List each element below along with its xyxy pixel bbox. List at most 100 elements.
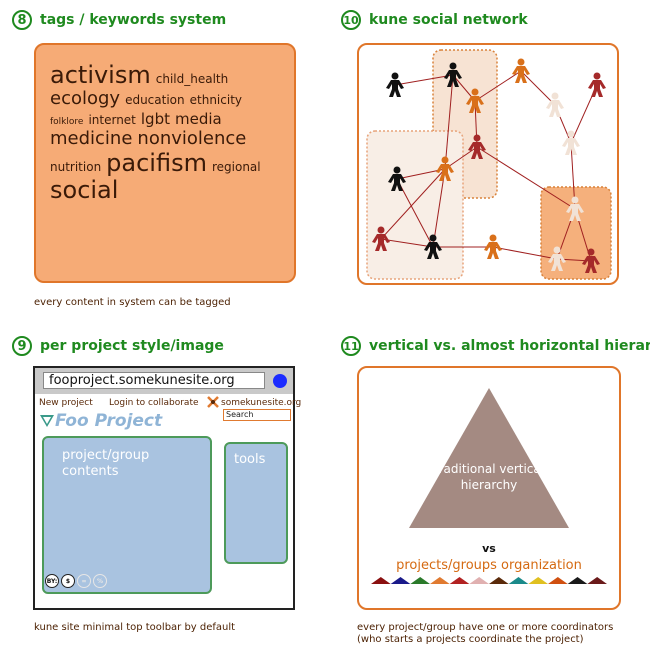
section-number-9: 9 (12, 336, 32, 356)
org-block (410, 577, 430, 584)
section-number-8: 8 (12, 10, 32, 30)
network-link (380, 168, 446, 240)
network-link (492, 246, 558, 260)
project-logo-icon (40, 415, 54, 427)
project-title: Foo Project (55, 411, 163, 431)
tag-nutrition[interactable]: nutrition (50, 160, 102, 174)
tag-line: social (50, 178, 290, 202)
person-icon (588, 72, 606, 97)
person-icon (436, 156, 454, 181)
org-block (587, 577, 607, 584)
kune-logo-icon (207, 396, 219, 408)
person-icon (562, 130, 580, 155)
network-link (520, 70, 556, 106)
group-area (366, 130, 464, 280)
hierarchy-caption-line2: (who starts a projects coordinate the pr… (357, 634, 584, 645)
section-number-11: 11 (341, 336, 361, 356)
url-field[interactable]: fooproject.somekunesite.org (43, 372, 265, 389)
person-icon (386, 72, 404, 97)
license-badges: BY: $ = % (45, 574, 107, 588)
tag-activism[interactable]: activism (50, 61, 151, 89)
section-title-tags: tags / keywords system (40, 12, 227, 28)
tools-area: tools (224, 442, 288, 564)
new-project-link[interactable]: New project (39, 398, 93, 408)
person-icon (484, 234, 502, 259)
tag-pacifism[interactable]: pacifism (106, 149, 207, 177)
person-icon (566, 196, 584, 221)
person-icon (466, 88, 484, 113)
section-8-heading: 8 tags / keywords system (12, 10, 226, 30)
network-link (444, 74, 454, 170)
tag-ecology[interactable]: ecology (50, 88, 121, 109)
person-icon (372, 226, 390, 251)
org-block (449, 577, 470, 584)
section-title-project: per project style/image (40, 338, 224, 354)
tag-lgbt[interactable]: lgbt (140, 110, 170, 128)
section-11-heading: 11 vertical vs. almost horizontal hierar… (341, 336, 650, 356)
tag-media[interactable]: media (174, 110, 222, 128)
tag-line: nutrition pacifism regional (50, 151, 290, 175)
social-network-panel (357, 43, 619, 285)
org-block (528, 577, 548, 584)
section-title-hierarchy: vertical vs. almost horizontal hierarchy (369, 338, 650, 354)
person-icon (548, 246, 566, 271)
contents-area: project/group contents (42, 436, 212, 594)
person-icon (582, 248, 600, 273)
url-bar: fooproject.somekunesite.org (35, 368, 293, 394)
org-block (430, 577, 450, 584)
network-link (432, 168, 446, 248)
org-block (371, 577, 391, 584)
org-block (390, 577, 411, 584)
person-icon (468, 134, 486, 159)
site-name[interactable]: somekunesite.org (221, 398, 302, 408)
cc-nc-icon: $ (61, 574, 75, 588)
hierarchy-caption-line1: every project/group have one or more coo… (357, 622, 614, 633)
tags-caption: every content in system can be tagged (34, 297, 231, 308)
vs-label: vs (482, 542, 496, 555)
contents-label: project/group contents (62, 448, 150, 480)
search-input[interactable]: Search (223, 409, 291, 421)
person-icon (512, 58, 530, 83)
network-link (396, 178, 434, 248)
tag-medicine[interactable]: medicine (50, 128, 133, 149)
hierarchy-triangle (409, 388, 569, 528)
org-block (548, 577, 568, 584)
network-link (476, 146, 576, 210)
go-button[interactable] (273, 374, 287, 388)
tag-regional[interactable]: regional (211, 160, 261, 174)
tag-education[interactable]: education (125, 93, 185, 107)
person-icon (388, 166, 406, 191)
browser-mockup: fooproject.somekunesite.org New project … (33, 366, 301, 610)
cc-nd-icon: = (77, 574, 91, 588)
tag-social[interactable]: social (50, 176, 119, 204)
project-caption: kune site minimal top toolbar by default (34, 622, 236, 633)
org-block (508, 577, 529, 584)
section-title-network: kune social network (369, 12, 528, 28)
person-icon (444, 62, 462, 87)
triangle-label: traditional vertical hierarchy (433, 462, 545, 492)
hierarchy-diagram (371, 388, 607, 584)
tag-line: ecology education ethnicity (50, 90, 290, 108)
tag-ethnicity[interactable]: ethnicity (189, 93, 242, 107)
cc-sa-icon: % (93, 574, 107, 588)
network-link (474, 70, 522, 102)
tag-line: activism child_health (50, 63, 290, 87)
tools-label: tools (234, 452, 266, 467)
tag-child-health[interactable]: child_health (155, 72, 229, 86)
tag-nonviolence[interactable]: nonviolence (137, 128, 247, 149)
section-number-10: 10 (341, 10, 361, 30)
cc-by-icon: BY: (45, 574, 59, 588)
orgs-label: projects/groups organization (396, 558, 582, 573)
tag-internet[interactable]: internet (88, 113, 136, 127)
network-link (444, 146, 478, 170)
tag-folklore[interactable]: folklore (50, 117, 84, 127)
social-network-diagram (366, 49, 612, 280)
org-block (489, 577, 509, 584)
login-link[interactable]: Login to collaborate (109, 398, 199, 408)
hierarchy-panel: traditional vertical hierarchy vs projec… (357, 366, 621, 610)
section-10-heading: 10 kune social network (341, 10, 528, 30)
person-icon (546, 92, 564, 117)
